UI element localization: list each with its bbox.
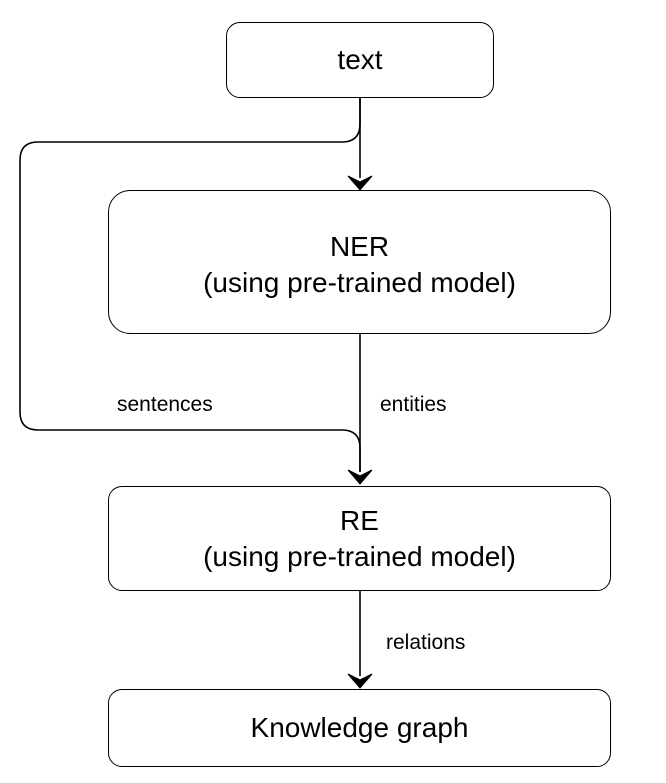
edge-sentences bbox=[19, 98, 361, 472]
edge-label-sentences: sentences bbox=[117, 393, 213, 416]
node-ner: NER (using pre-trained model) bbox=[108, 190, 611, 334]
edge-label-relations: relations bbox=[386, 631, 466, 654]
node-text: text bbox=[226, 22, 494, 98]
arrowhead-re bbox=[347, 469, 373, 485]
node-knowledge-graph: Knowledge graph bbox=[108, 689, 611, 767]
node-re-subtitle: (using pre-trained model) bbox=[203, 540, 516, 572]
node-ner-subtitle: (using pre-trained model) bbox=[203, 267, 516, 298]
arrowhead-ner bbox=[347, 175, 373, 191]
node-text-label: text bbox=[337, 44, 383, 75]
node-re: RE (using pre-trained model) bbox=[108, 486, 611, 591]
node-ner-title: NER bbox=[329, 231, 390, 262]
edge-label-entities: entities bbox=[380, 393, 447, 416]
node-kg-label: Knowledge graph bbox=[250, 712, 469, 743]
node-re-title: RE bbox=[340, 504, 379, 536]
arrowhead-kg bbox=[347, 673, 373, 689]
